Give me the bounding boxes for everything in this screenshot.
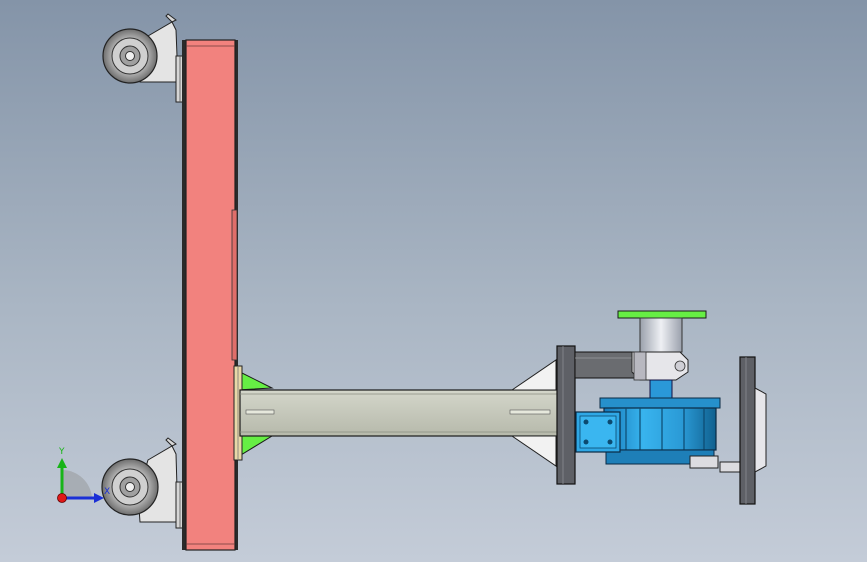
triad-plane (62, 469, 92, 498)
gearbox-housing (575, 397, 721, 469)
y-axis-arrow (57, 458, 67, 468)
z-axis-dot (57, 493, 67, 503)
y-axis-label: Y (58, 447, 65, 457)
left-gusset-brackets (233, 365, 274, 461)
bearing-housing (631, 351, 689, 399)
end-plate (719, 356, 767, 505)
mounting-plate (556, 345, 636, 485)
right-gusset-brackets (510, 359, 557, 467)
top-flange-plate (617, 310, 707, 353)
caster-bottom (101, 437, 185, 529)
x-axis-arrow (94, 493, 104, 503)
vertical-frame (182, 39, 238, 551)
coordinate-triad: Y X (57, 447, 110, 503)
caster-top (102, 13, 185, 103)
x-axis-label: X (104, 487, 110, 497)
horizontal-beam (239, 389, 561, 437)
